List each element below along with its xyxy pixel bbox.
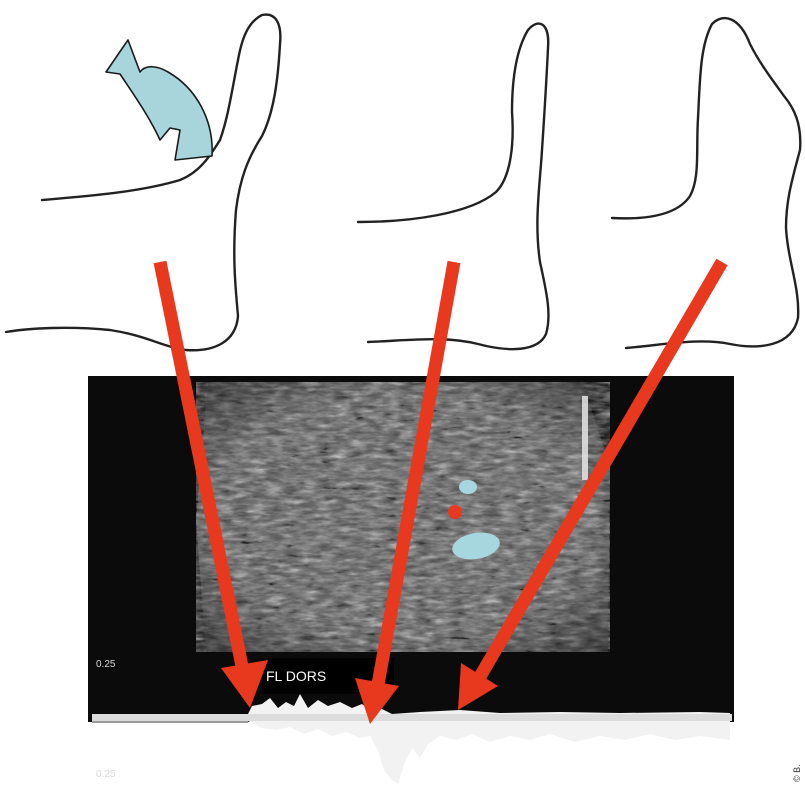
copyright-notice: © B.	[792, 764, 802, 782]
doppler-scale-top: 0.25	[96, 659, 116, 670]
curved-rotation-arrow-icon	[106, 40, 212, 160]
doppler-probe-label: FL DORS	[266, 668, 326, 684]
doppler-waveform-lower	[248, 721, 730, 784]
ultrasound-panel: FL DORS 0.25 0.25	[88, 376, 734, 784]
foot-outline-plantarflexed	[6, 15, 280, 351]
doppler-baseline	[92, 714, 732, 721]
doppler-scale-bottom: 0.25	[96, 769, 116, 780]
vessel-red	[448, 505, 462, 519]
vessel-blue-small	[459, 480, 477, 494]
